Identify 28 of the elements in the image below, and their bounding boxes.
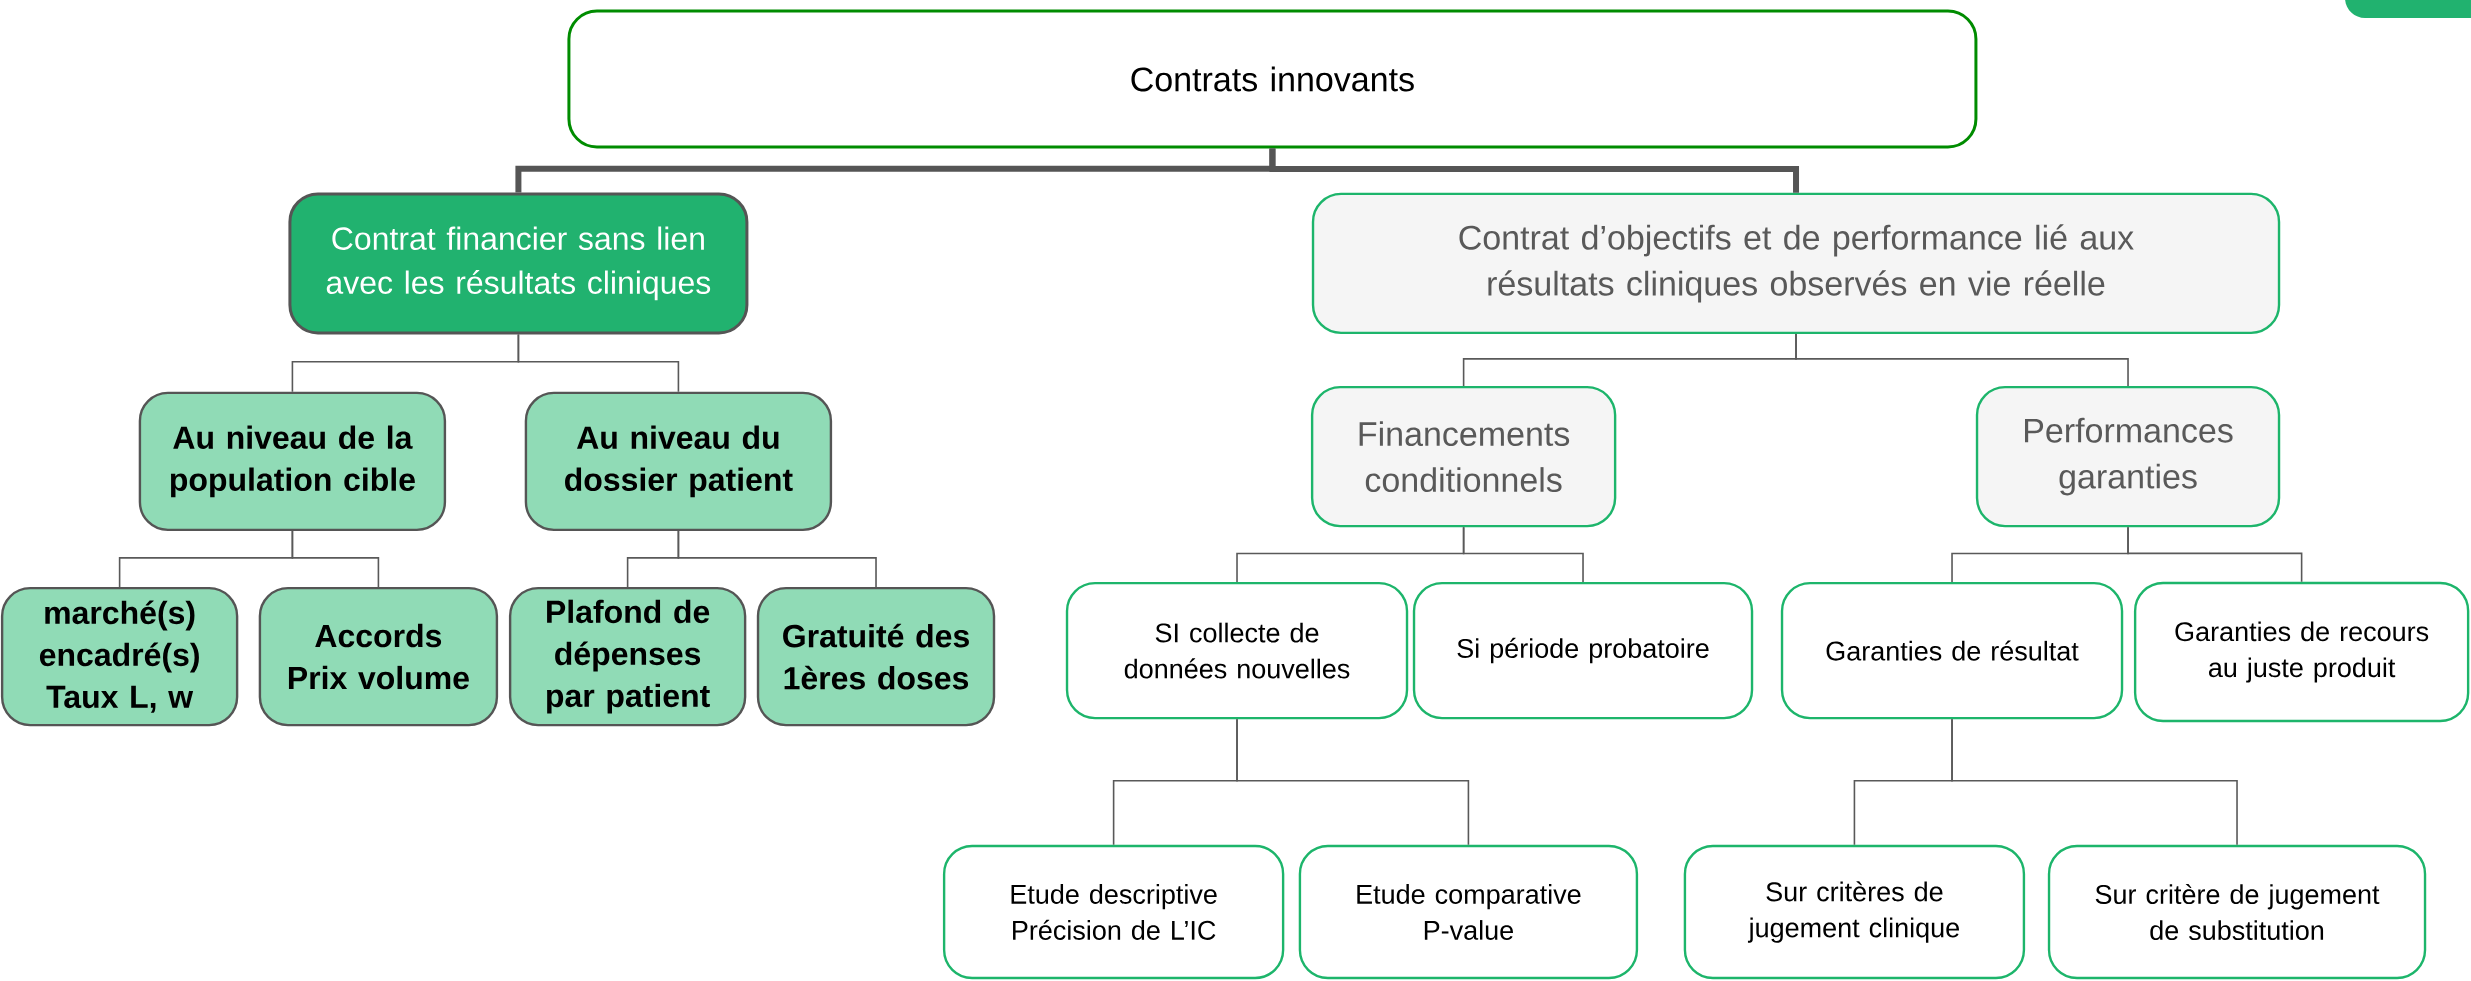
item-box: Etude comparative P-value xyxy=(1298,844,1639,980)
connector xyxy=(1269,148,1799,193)
item-box: Sur critères de jugement clinique xyxy=(1683,844,2026,980)
connector xyxy=(291,530,380,588)
category-box: Contrat d’objectifs et de performance lié aux résultats cliniques observés en vie réelle xyxy=(1311,192,2281,335)
connector xyxy=(1795,333,2129,387)
connector xyxy=(1951,718,2238,846)
connector xyxy=(1462,526,1584,583)
item-box: SI collecte de données nouvelles xyxy=(1065,581,1409,720)
connector xyxy=(2127,526,2303,583)
item-box: Au niveau de la population cible xyxy=(138,391,447,532)
item-box: Accords Prix volume xyxy=(258,586,499,727)
item-box: Etude descriptive Précision de L’IC xyxy=(942,844,1285,980)
connector xyxy=(1236,718,1470,846)
category-box: Financements conditionnels xyxy=(1310,385,1617,528)
category-box: Performances garanties xyxy=(1975,385,2281,528)
item-box: Sur critère de jugement de substitution xyxy=(2047,844,2427,980)
item-box: Garanties de recours au juste produit xyxy=(2133,581,2470,723)
nodebox: Contrats innovants xyxy=(567,9,1978,149)
item-box: Plafond de dépenses par patient xyxy=(508,586,747,727)
category-box: Contrat financier sans lien avec les résultats cliniques xyxy=(288,192,749,335)
item-box: Gratuité des 1ères doses xyxy=(756,586,996,727)
item-box: marché(s) encadré(s) Taux L, w xyxy=(0,586,239,727)
item-box: Garanties de résultat xyxy=(1780,581,2124,720)
connector xyxy=(517,333,680,393)
connector xyxy=(677,530,877,588)
item-box: Au niveau du dossier patient xyxy=(524,391,833,532)
item-box: Si période probatoire xyxy=(1412,581,1754,720)
